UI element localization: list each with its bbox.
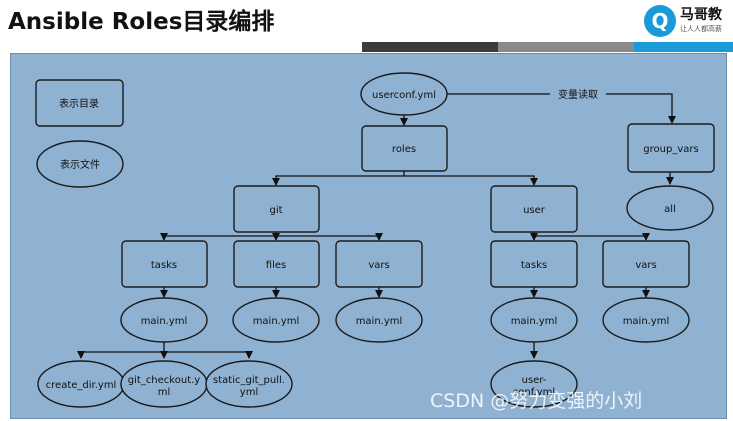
header-band-dark [362, 42, 498, 52]
node-user-vars-main [602, 297, 690, 343]
node-roles [361, 125, 448, 172]
legend-file-ellipse [36, 140, 124, 188]
node-git-tasks-label: tasks [151, 260, 177, 271]
node-roles-label: roles [392, 144, 416, 155]
edge-git-vars [276, 233, 383, 241]
edge-git-tasks [160, 232, 277, 241]
node-group-vars [627, 123, 715, 173]
edge-userconf-group-vars [447, 93, 676, 124]
node-static-git-pull-label-2: yml [240, 387, 258, 398]
header-band-blue [634, 42, 733, 52]
legend-dir-box [35, 79, 124, 127]
edge-roles-git [272, 171, 405, 186]
node-user-label: user [523, 205, 546, 216]
node-git [233, 185, 320, 233]
node-user-tasks-label: tasks [521, 260, 547, 271]
node-user-vars-main-label: main.yml [623, 316, 670, 327]
node-all-label: all [664, 204, 676, 215]
logo-subtext: 让人人都高薪 [680, 25, 722, 33]
node-git-tasks-main-label: main.yml [141, 316, 188, 327]
logo-text: 马哥教 [680, 7, 722, 23]
edge-label-bg [550, 87, 606, 102]
page-title: Ansible Roles目录编排 [8, 9, 275, 35]
node-git-label: git [269, 205, 282, 216]
node-userconf [360, 72, 448, 116]
node-git-vars-label: vars [368, 260, 389, 271]
node-all [626, 185, 714, 231]
node-git-checkout-label-1: git_checkout.y [128, 375, 201, 386]
node-git-vars-main [335, 297, 423, 343]
node-user-conf [490, 360, 578, 408]
node-git-files-main [232, 297, 320, 343]
node-git-tasks-main [120, 297, 208, 343]
node-git-vars [335, 240, 423, 288]
watermark: CSDN @努力变强的小刘 [430, 390, 643, 412]
brand-logo: Q 马哥教 让人人都高薪 [644, 4, 733, 40]
node-git-tasks [121, 240, 208, 288]
node-static-git-pull-label-1: static_git_pull. [213, 375, 285, 386]
node-user-vars [602, 240, 690, 288]
node-static-git-pull [205, 360, 293, 408]
node-group-vars-label: group_vars [643, 144, 698, 155]
node-git-files-main-label: main.yml [253, 316, 300, 327]
node-user-tasks [490, 240, 578, 288]
edge-roles-user [404, 175, 538, 186]
edge-label-var-read: 变量读取 [558, 88, 598, 101]
edge-main-create-dir [77, 342, 165, 359]
logo-icon: Q [644, 5, 676, 37]
node-user-tasks-main [490, 297, 578, 343]
edge-main-static-git-pull [164, 351, 253, 359]
diagram-edges [77, 93, 676, 359]
node-user-conf-label-1: user- [522, 375, 547, 386]
node-git-files-label: files [266, 260, 286, 271]
edge-user-vars [533, 232, 650, 241]
header-band-gray [498, 42, 634, 52]
node-user-tasks-main-label: main.yml [511, 316, 558, 327]
node-git-files [233, 240, 320, 288]
node-userconf-label: userconf.yml [372, 90, 436, 101]
node-git-checkout-label-2: ml [158, 387, 171, 398]
legend-dir-label: 表示目录 [59, 97, 99, 110]
node-create-dir-label: create_dir.yml [46, 380, 117, 391]
node-user-vars-label: vars [635, 260, 656, 271]
legend-file-label: 表示文件 [60, 158, 100, 171]
node-git-vars-main-label: main.yml [356, 316, 403, 327]
node-user [490, 185, 578, 233]
node-user-conf-label-2: conf.yml [513, 387, 555, 398]
